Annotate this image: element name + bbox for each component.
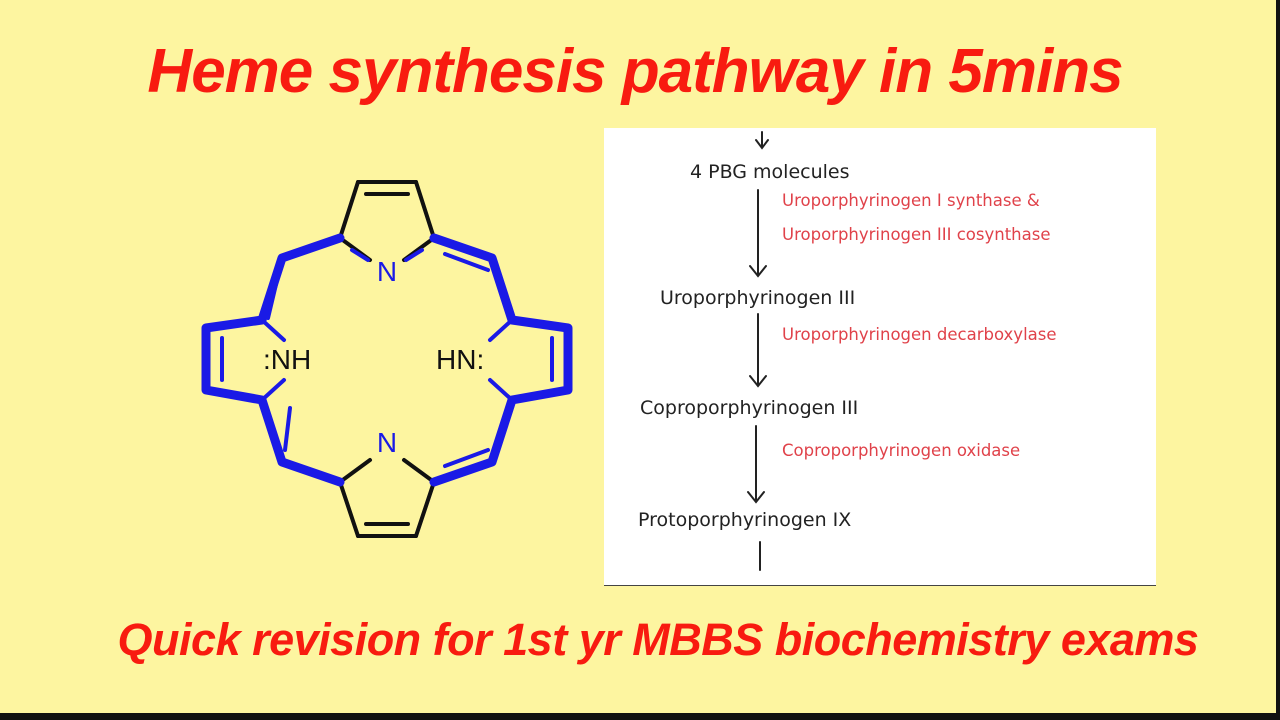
atom-label-n-bottom: N — [377, 427, 397, 458]
atom-label-n-top: N — [377, 256, 397, 287]
pathway-notes-panel: 4 PBG molecules Uroporphyrinogen III Cop… — [604, 128, 1156, 586]
enzyme-uroporphyrinogen-iii-cosynthase: Uroporphyrinogen III cosynthase — [782, 225, 1051, 244]
intermediate-uroporphyrinogen-iii: Uroporphyrinogen III — [660, 287, 855, 309]
top-pyrrole-ring — [338, 180, 436, 262]
page-title: Heme synthesis pathway in 5mins — [147, 37, 1123, 106]
enzyme-uroporphyrinogen-decarboxylase: Uroporphyrinogen decarboxylase — [782, 325, 1057, 344]
intermediate-protoporphyrinogen-ix: Protoporphyrinogen IX — [638, 509, 851, 531]
intermediate-pbg: 4 PBG molecules — [690, 161, 850, 183]
inner-double-bonds — [220, 248, 554, 468]
conjugation-highlight — [201, 233, 573, 487]
enzyme-uroporphyrinogen-i-synthase: Uroporphyrinogen I synthase & — [782, 191, 1040, 210]
pathway-notes: 4 PBG molecules Uroporphyrinogen III Cop… — [638, 131, 1057, 571]
intermediate-coproporphyrinogen-iii: Coproporphyrinogen III — [640, 397, 858, 419]
page-subtitle: Quick revision for 1st yr MBBS biochemis… — [117, 614, 1199, 665]
porphyrin-structure: N N :NH HN: — [201, 180, 573, 538]
atom-label-hn-right: HN: — [436, 344, 484, 375]
enzyme-coproporphyrinogen-oxidase: Coproporphyrinogen oxidase — [782, 441, 1020, 460]
atom-label-nh-left: :NH — [263, 344, 311, 375]
pathway-arrows — [747, 131, 769, 571]
bottom-pyrrole-ring — [338, 458, 436, 538]
